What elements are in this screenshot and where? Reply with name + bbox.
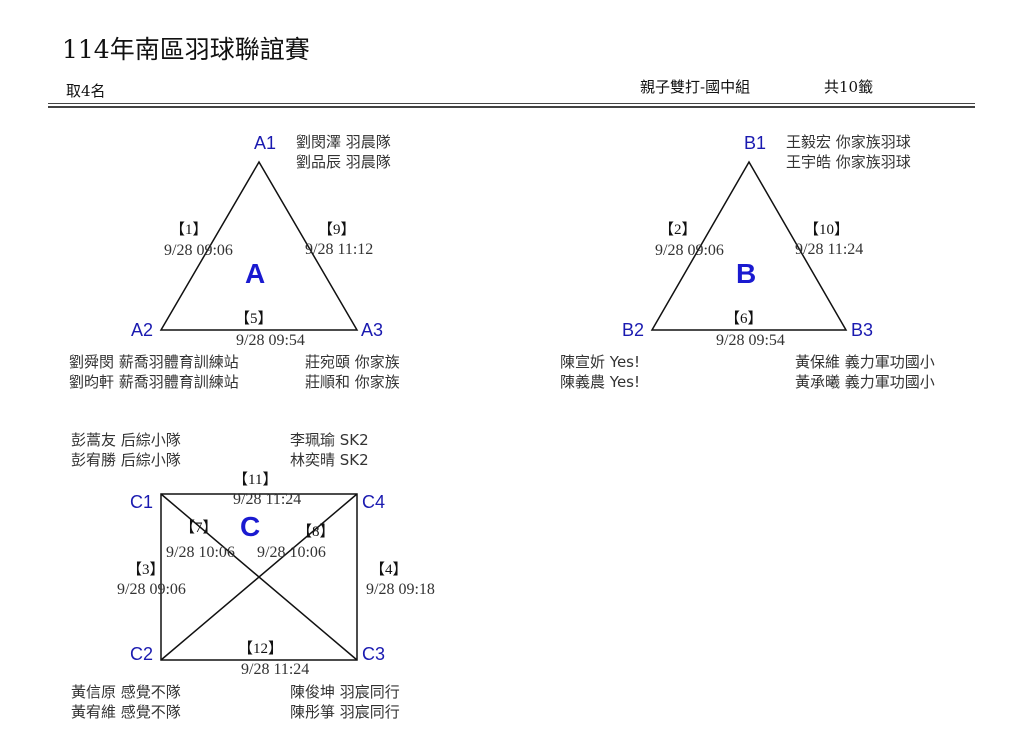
group-b-label: B xyxy=(736,258,757,289)
divider xyxy=(48,103,975,104)
match-number: 【6】 xyxy=(725,311,763,327)
player: 劉品辰 羽晨隊 xyxy=(296,153,391,171)
group-b-triangle xyxy=(650,160,848,331)
player: 黃保維 義力軍功國小 xyxy=(795,353,935,371)
match-time: 9/28 11:24 xyxy=(241,661,310,678)
match-time: 9/28 09:54 xyxy=(236,332,305,349)
player: 黃信原 感覺不隊 xyxy=(71,683,181,701)
player-list: 黃保維 義力軍功國小黃承曦 義力軍功國小 xyxy=(795,352,935,392)
match-time: 9/28 09:06 xyxy=(117,581,186,598)
match-number: 【1】 xyxy=(170,222,208,238)
match-time: 9/28 11:12 xyxy=(305,241,374,258)
node-a3: A3 xyxy=(361,320,384,340)
player-list: 黃信原 感覺不隊黃宥維 感覺不隊 xyxy=(71,682,181,722)
group-c-label: C xyxy=(240,511,261,542)
player-list: 莊宛頤 你家族莊順和 你家族 xyxy=(305,352,400,392)
player: 王毅宏 你家族羽球 xyxy=(786,133,911,151)
player-list: 劉舜閔 薪喬羽體育訓練站劉昀軒 薪喬羽體育訓練站 xyxy=(69,352,239,392)
player: 李珮瑜 SK2 xyxy=(290,431,369,449)
match-number: 【8】 xyxy=(297,524,335,540)
player: 王宇皓 你家族羽球 xyxy=(786,153,911,171)
player-list: 陳俊坤 羽宸同行陳彤箏 羽宸同行 xyxy=(290,682,400,722)
node-b1: B1 xyxy=(744,133,767,153)
player: 劉閔澤 羽晨隊 xyxy=(296,133,391,151)
match-time: 9/28 10:06 xyxy=(166,544,235,561)
page-title: 114年南區羽球聯誼賽 xyxy=(62,35,310,64)
node-c2: C2 xyxy=(130,644,154,664)
player: 林奕晴 SK2 xyxy=(290,451,369,469)
match-time: 9/28 09:18 xyxy=(366,581,435,598)
match-time: 9/28 09:06 xyxy=(655,242,724,259)
match-number: 【4】 xyxy=(370,562,408,578)
match-number: 【11】 xyxy=(233,472,278,488)
category: 親子雙打-國中組 xyxy=(640,78,751,96)
player: 陳宣妡 Yes! xyxy=(560,353,640,371)
player: 陳彤箏 羽宸同行 xyxy=(290,703,400,721)
player-list: 彭蒿友 后綜小隊彭宥勝 后綜小隊 xyxy=(71,430,181,470)
player: 彭蒿友 后綜小隊 xyxy=(71,431,181,449)
match-time: 9/28 10:06 xyxy=(257,544,326,561)
qualify-note: 取4名 xyxy=(66,82,106,100)
group-a-triangle xyxy=(159,160,359,331)
node-b2: B2 xyxy=(622,320,645,340)
match-number: 【7】 xyxy=(180,520,218,536)
match-time: 9/28 09:54 xyxy=(716,332,785,349)
group-a-label: A xyxy=(245,258,266,289)
match-number: 【3】 xyxy=(127,562,165,578)
match-number: 【10】 xyxy=(804,222,850,238)
match-number: 【2】 xyxy=(659,222,697,238)
group-c-diag xyxy=(160,493,358,661)
player-list: 劉閔澤 羽晨隊劉品辰 羽晨隊 xyxy=(296,132,391,172)
node-b3: B3 xyxy=(851,320,874,340)
match-time: 9/28 11:24 xyxy=(233,491,302,508)
player: 莊順和 你家族 xyxy=(305,373,400,391)
node-c1: C1 xyxy=(130,492,154,512)
node-c4: C4 xyxy=(362,492,386,512)
group-c-rect xyxy=(160,493,358,661)
player: 劉昀軒 薪喬羽體育訓練站 xyxy=(69,373,239,391)
player: 莊宛頤 你家族 xyxy=(305,353,400,371)
player: 黃承曦 義力軍功國小 xyxy=(795,373,935,391)
player-list: 王毅宏 你家族羽球王宇皓 你家族羽球 xyxy=(786,132,911,172)
player-list: 李珮瑜 SK2 林奕晴 SK2 xyxy=(290,430,369,470)
player: 陳義農 Yes! xyxy=(560,373,640,391)
match-number: 【9】 xyxy=(318,222,356,238)
player: 彭宥勝 后綜小隊 xyxy=(71,451,181,469)
player: 黃宥維 感覺不隊 xyxy=(71,703,181,721)
player-list: 陳宣妡 Yes! 陳義農 Yes! xyxy=(560,352,640,392)
draw-count: 共10籤 xyxy=(824,78,874,96)
player: 陳俊坤 羽宸同行 xyxy=(290,683,400,701)
node-a2: A2 xyxy=(131,320,154,340)
match-time: 9/28 09:06 xyxy=(164,242,233,259)
node-a1: A1 xyxy=(254,133,277,153)
match-number: 【5】 xyxy=(235,311,273,327)
player: 劉舜閔 薪喬羽體育訓練站 xyxy=(69,353,239,371)
match-time: 9/28 11:24 xyxy=(795,241,864,258)
node-c3: C3 xyxy=(362,644,386,664)
match-number: 【12】 xyxy=(238,641,284,657)
divider xyxy=(48,106,975,108)
